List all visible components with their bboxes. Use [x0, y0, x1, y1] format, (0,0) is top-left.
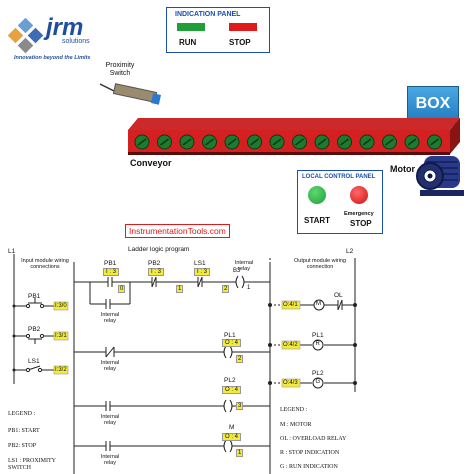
- conveyor-roller-mark: [385, 138, 394, 146]
- start-label: START: [304, 216, 331, 225]
- output-pl1-label: PL1: [312, 332, 324, 339]
- rung3-pl2-label: PL2: [224, 377, 236, 384]
- conveyor-roller-mark: [430, 138, 439, 146]
- rung1-pb2-label: PB2: [148, 260, 161, 267]
- rung4-m-label: M: [229, 424, 235, 431]
- logo-brand: jrm: [46, 14, 84, 41]
- indication-panel-title: INDICATION PANEL: [175, 11, 241, 18]
- legend-right-title: LEGEND :: [280, 407, 308, 413]
- conveyor-roller-mark: [295, 138, 304, 146]
- output-addr-42: O:4/2: [283, 342, 298, 348]
- l2-label: L2: [346, 248, 354, 255]
- rung2-bit: 2: [236, 355, 244, 363]
- conveyor-roller-mark: [205, 138, 214, 146]
- legend-right-m: M : MOTOR: [280, 422, 312, 428]
- conveyor-label: Conveyor: [130, 158, 172, 168]
- conveyor-belt: [128, 118, 460, 155]
- ladder-title: Ladder logic program: [128, 246, 190, 253]
- legend-left-pb1: PB1: START: [8, 428, 40, 434]
- rung3-addr: O : 4: [222, 386, 242, 394]
- rung1-addr-2: I : 3: [148, 268, 165, 276]
- conveyor-roller-mark: [250, 138, 259, 146]
- sensor-label: Proximity Switch: [105, 62, 135, 77]
- input-addr-32: I:3/2: [55, 367, 67, 373]
- input-pb1-label: PB1: [28, 293, 41, 300]
- output-addr-41: O:4/1: [283, 302, 298, 308]
- emergency-stop-label: STOP: [350, 219, 372, 228]
- logo-tagline: Innovation beyond the Limits: [14, 55, 91, 61]
- stop-lamp: [229, 23, 257, 31]
- legend-right-g: G : RUN INDICATION: [280, 464, 338, 470]
- rung3-bit: 3: [236, 402, 244, 410]
- input-pb2-label: PB2: [28, 326, 41, 333]
- l1-label: L1: [8, 248, 16, 255]
- rung1-coil-bit: 1: [247, 285, 251, 291]
- rung4-addr: O : 4: [222, 433, 242, 441]
- motor-icon: [416, 156, 464, 196]
- conveyor-roller-mark: [317, 138, 327, 146]
- rung1-bit-3: 2: [222, 285, 230, 293]
- rung1-pb1-label: PB1: [104, 260, 117, 267]
- output-red-lamp-symbol: R: [315, 341, 320, 347]
- local-panel-title: LOCAL CONTROL PANEL: [302, 174, 376, 180]
- rung4-bit: 1: [236, 449, 244, 457]
- rung2-pl1-label: PL1: [224, 332, 236, 339]
- legend-left-pb2: PB2: STOP: [8, 443, 37, 449]
- indication-panel: INDICATION PANEL RUN STOP: [166, 7, 270, 53]
- rung1-addr-1: I : 3: [103, 268, 120, 276]
- conveyor-roller-mark: [272, 138, 282, 146]
- output-green-lamp-symbol: G: [315, 379, 321, 385]
- output-motor-symbol: M: [316, 301, 321, 307]
- internal-relay-label-4: Internal relay: [100, 454, 120, 466]
- legend-left-title: LEGEND :: [8, 411, 36, 417]
- conveyor-roller-mark: [182, 138, 192, 146]
- output-addr-43: O:4/3: [283, 380, 298, 386]
- input-ls1-label: LS1: [28, 358, 40, 365]
- output-ol-label: OL: [334, 292, 343, 299]
- conveyor-roller-mark: [362, 138, 372, 146]
- run-lamp: [177, 23, 205, 31]
- rung1-ls1-label: LS1: [194, 260, 206, 267]
- motor-label: Motor: [390, 164, 415, 174]
- stop-label: STOP: [229, 38, 251, 47]
- ladder-diagram: [12, 254, 357, 474]
- rung1-bit-1: 0: [118, 285, 126, 293]
- internal-relay-label-1: Internal relay: [100, 312, 120, 324]
- internal-relay-label-3: Internal relay: [100, 414, 120, 426]
- logo: jrm solutions: [6, 14, 116, 66]
- conveyor-roller-mark: [407, 138, 417, 146]
- box-label: BOX: [415, 95, 451, 112]
- internal-relay-label-2: Internal relay: [100, 360, 120, 372]
- input-module-label: Input module wiring connections: [21, 258, 69, 270]
- website-label: InstrumentationTools.com: [125, 224, 230, 238]
- logo-sub: solutions: [62, 38, 90, 45]
- legend-right-r: R : STOP INDICATION: [280, 450, 340, 456]
- start-button[interactable]: [308, 186, 326, 204]
- conveyor-roller-mark: [227, 138, 237, 146]
- rung1-internal-relay-label: Internal relay: [234, 260, 254, 272]
- rung2-addr: O : 4: [222, 339, 242, 347]
- legend-left-ls1: LS1 : PROXIMITY SWITCH: [8, 458, 56, 471]
- conveyor-roller-mark: [340, 138, 349, 146]
- rung1-bit-2: 1: [176, 285, 184, 293]
- rung1-addr-3: I : 3: [194, 268, 211, 276]
- legend-right-ol: OL : OVERLOAD RELAY: [280, 436, 347, 442]
- input-addr-30: I:3/0: [55, 303, 67, 309]
- emergency-label: Emergency: [344, 211, 374, 217]
- proximity-sensor-icon: [99, 83, 161, 105]
- logo-diamond-icon: [7, 18, 44, 54]
- conveyor-roller-mark: [160, 138, 169, 146]
- rung1-coil-addr: B3: [233, 268, 241, 274]
- local-control-panel: LOCAL CONTROL PANEL START Emergency STOP: [297, 170, 383, 234]
- output-module-label: Output module wiring connection: [294, 258, 346, 270]
- emergency-stop-button[interactable]: [350, 186, 368, 204]
- input-addr-31: I:3/1: [55, 333, 67, 339]
- conveyor-roller-mark: [137, 138, 147, 146]
- run-label: RUN: [179, 38, 197, 47]
- output-pl2-label: PL2: [312, 370, 324, 377]
